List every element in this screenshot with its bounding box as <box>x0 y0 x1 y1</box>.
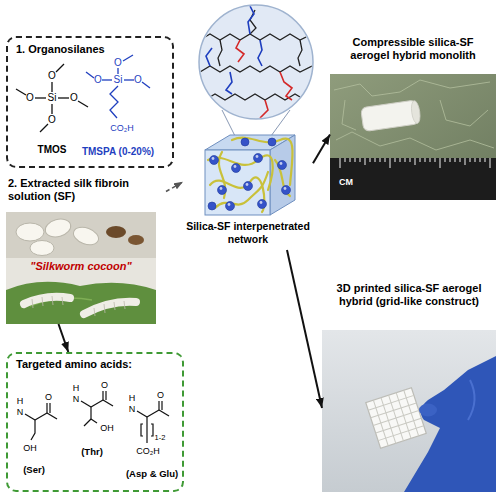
amino-acid-name: (Thr) <box>81 447 103 457</box>
atom-label: OH <box>100 424 114 433</box>
atom-label: O <box>101 381 108 390</box>
node-heading: Silica-SF interpenetrated network <box>185 220 311 245</box>
amino-acid-name: (Ser) <box>23 465 45 475</box>
atom-label: N <box>73 395 80 404</box>
text-block: 2. Extracted silk fibroin solution (SF) <box>6 176 166 207</box>
atom-label: H <box>17 397 24 406</box>
printed-grid-photo <box>322 330 496 492</box>
zoom-network <box>199 5 313 162</box>
silkworm-photo <box>6 212 156 324</box>
atom-label: O <box>48 115 56 125</box>
atom-label: O <box>26 93 34 103</box>
node-heading: 3D printed silica-SF aerogel hybrid (gri… <box>324 282 494 308</box>
atom-label: N <box>17 408 24 417</box>
photo-panel: "Silkworm cocoon" <box>6 212 156 324</box>
atom-label: O <box>134 75 142 85</box>
atom-label: O <box>45 393 52 402</box>
atom-label: H <box>73 384 80 393</box>
molecule-name: TMSPA (0-20%) <box>82 147 154 157</box>
atom-label: O <box>157 391 164 400</box>
network-cube <box>205 135 295 215</box>
atom-label: H <box>129 394 136 403</box>
atom-label: Si <box>48 93 57 103</box>
atom-label: OH <box>23 444 37 453</box>
network-cube: Silica-SF interpenetrated network <box>183 126 313 250</box>
flow-arrow <box>59 324 69 352</box>
photo-panel: Compressible silica-SF aerogel hybrid mo… <box>330 36 496 200</box>
atom-label: O <box>70 93 78 103</box>
atom-label: CO₂H <box>136 447 160 456</box>
node-heading: 2. Extracted silk fibroin solution (SF) <box>8 177 164 203</box>
monolith-photo <box>330 74 496 200</box>
atom-label: N <box>129 405 136 414</box>
molecule-name: TMOS <box>38 145 67 155</box>
atom-label: O <box>48 71 56 81</box>
tmos-structure <box>16 64 88 132</box>
subscript-label: 1-2 <box>155 434 166 442</box>
node-heading: 1. Organosilanes <box>16 43 164 56</box>
atom-label: Si <box>114 75 123 85</box>
ruler-unit: CM <box>339 178 353 187</box>
atom-label: CO₂H <box>110 124 134 133</box>
amino-acid-structures <box>25 391 169 443</box>
amino-acid-name: (Asp & Glu) <box>126 469 178 479</box>
dashed-arrow <box>166 182 183 192</box>
node-heading: Targeted amino acids: <box>16 358 174 371</box>
flow-arrow <box>313 134 330 163</box>
tmspa-structure <box>86 55 150 118</box>
photo-panel: 3D printed silica-SF aerogel hybrid (gri… <box>322 282 496 492</box>
flow-arrow <box>287 250 322 408</box>
node-heading: Compressible silica-SF aerogel hybrid mo… <box>332 36 494 62</box>
atom-label: O <box>114 58 122 68</box>
atom-label: O <box>94 75 102 85</box>
node-heading: "Silkworm cocoon" <box>10 260 152 273</box>
